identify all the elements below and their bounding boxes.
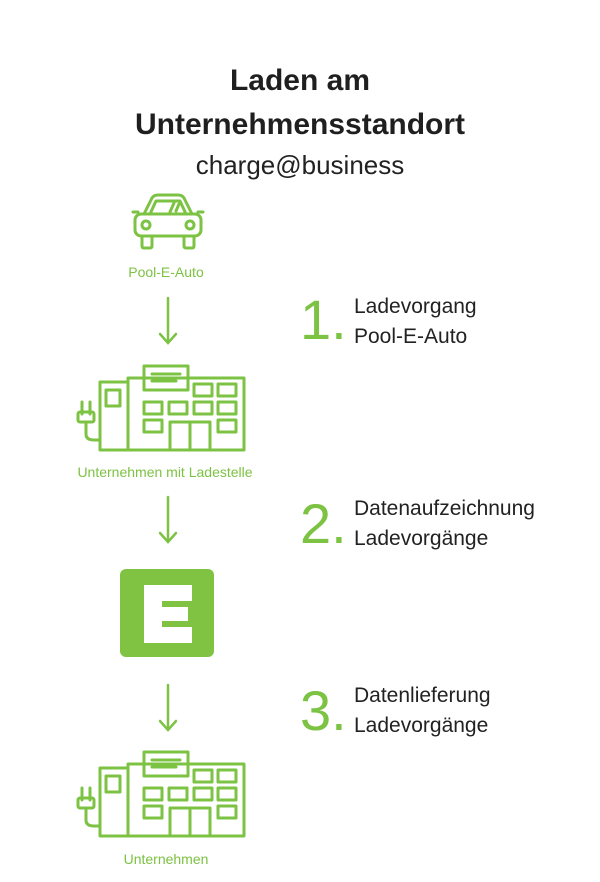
- step-1-number: 1.: [300, 288, 347, 351]
- step-1-line1: Ladevorgang: [354, 295, 477, 318]
- step-2-line1: Datenaufzeichnung: [354, 497, 535, 520]
- node-label-car: Pool-E-Auto: [128, 264, 204, 280]
- step-3-number: 3.: [300, 679, 347, 742]
- arrow-down-icon: [158, 683, 178, 732]
- building-charger-icon: [76, 364, 246, 452]
- arrow-down-icon: [158, 296, 178, 345]
- page-title-line1: Laden am: [229, 64, 371, 97]
- building-charger-icon: [76, 750, 246, 838]
- step-3-line1: Datenlieferung: [354, 684, 491, 707]
- car-icon: [131, 193, 205, 250]
- node-label-company-charger: Unternehmen mit Ladestelle: [77, 464, 253, 480]
- node-label-company: Unternehmen: [123, 851, 209, 867]
- page-title-line2: Unternehmensstandort: [134, 108, 466, 141]
- energie-e-letter-icon: [144, 585, 192, 643]
- arrow-down-icon: [158, 495, 178, 544]
- step-2-line2: Ladevorgänge: [354, 527, 489, 550]
- energie-logo-icon: [120, 569, 214, 657]
- step-2-number: 2.: [300, 492, 347, 555]
- page-subtitle: charge@business: [195, 150, 405, 180]
- step-3-line2: Ladevorgänge: [354, 714, 489, 737]
- step-1-line2: Pool-E-Auto: [354, 325, 468, 348]
